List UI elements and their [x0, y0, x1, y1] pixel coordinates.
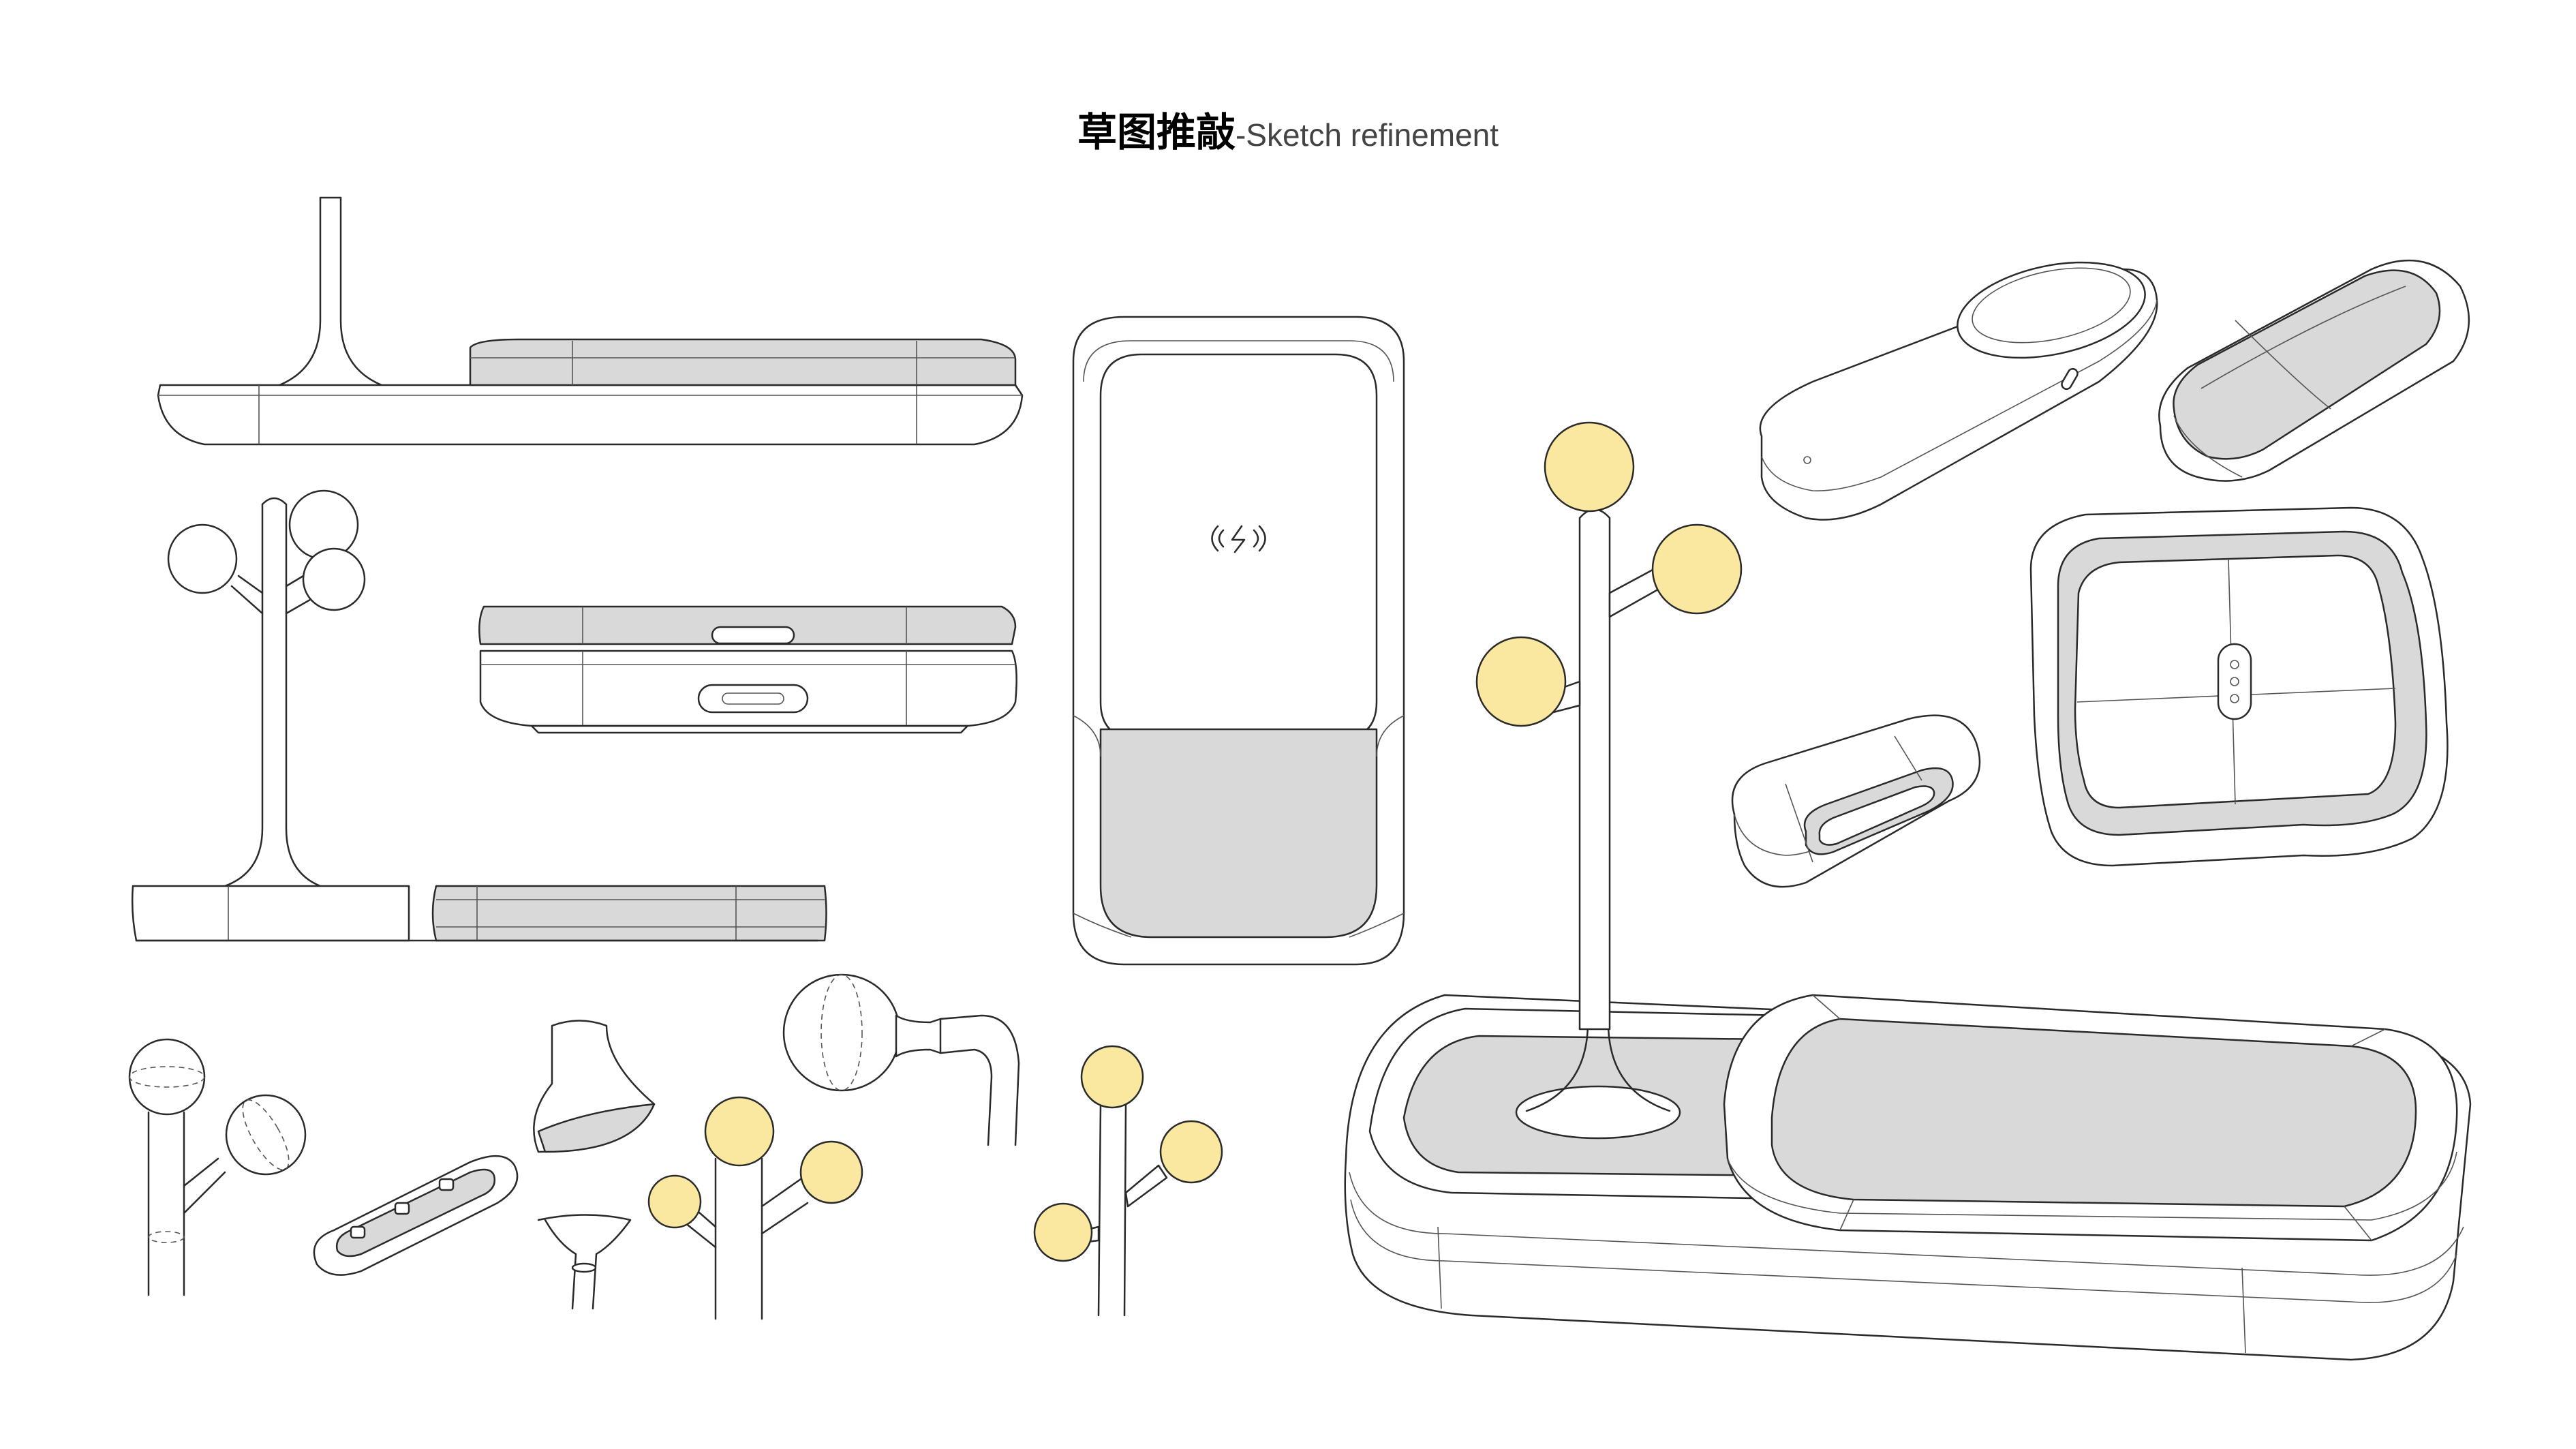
- title-english: -Sketch refinement: [1235, 117, 1499, 153]
- title-chinese: 草图推敲: [1077, 109, 1236, 155]
- page-title: 草图推敲-Sketch refinement: [0, 112, 2576, 152]
- quad-pad-top-right: [2158, 259, 2470, 482]
- hero-lamp-charger-set: [1344, 421, 2472, 1361]
- bulb-right: [302, 547, 366, 611]
- slider-pill: [313, 1155, 519, 1276]
- pill-charger-perspective: [1759, 261, 2158, 521]
- wireless-charging-icon: [1211, 525, 1266, 553]
- pogo-connector: [2217, 643, 2252, 720]
- stacked-charger-front: [478, 605, 1017, 734]
- usb-c-port-bottom: [697, 684, 809, 714]
- bulb-right: [1651, 523, 1743, 615]
- lamp-head-study: [128, 1038, 307, 1296]
- funnel-base-studies: [533, 1020, 656, 1310]
- usb-c-port-top: [711, 626, 795, 645]
- large-pad-perspective: [2029, 506, 2449, 867]
- bulb-top: [1544, 421, 1635, 513]
- bulb-left: [167, 523, 238, 594]
- capsule-dock: [1731, 714, 1981, 888]
- slim-yellow-tree: [1033, 1045, 1223, 1317]
- small-yellow-tree: [647, 1096, 863, 1320]
- tree-lamp-outline: [131, 489, 827, 942]
- bulb-top-right: [288, 489, 359, 560]
- side-view-lamp-charger: [157, 196, 1024, 446]
- globe-bulb-study: [782, 973, 1020, 1146]
- charger-top-view: [1072, 316, 1405, 966]
- bulb-left: [1475, 636, 1567, 727]
